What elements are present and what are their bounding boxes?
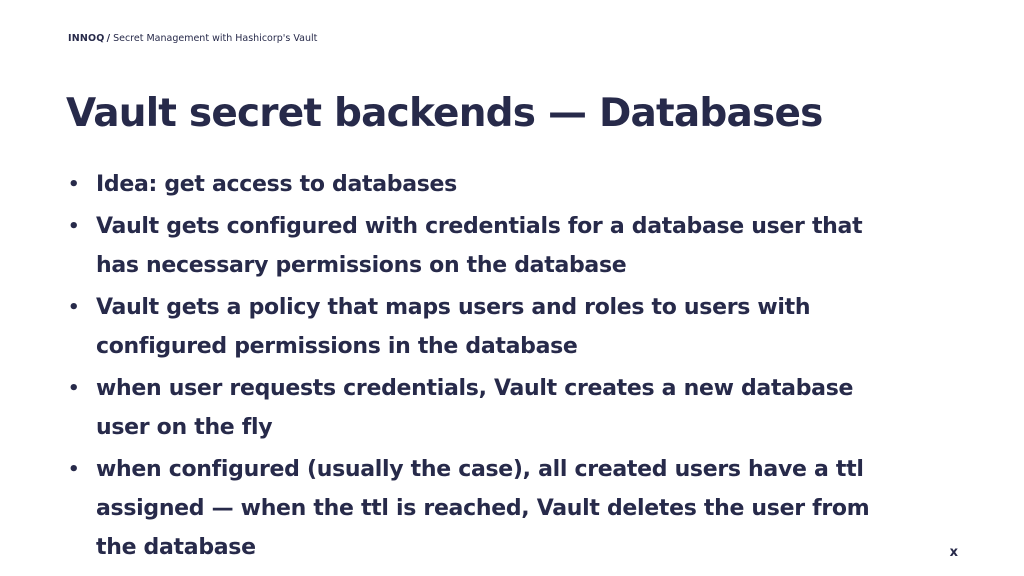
bullet-item-3: • Vault gets a policy that maps users an…: [68, 288, 898, 366]
bullet-item-2: • Vault gets configured with credentials…: [68, 207, 898, 285]
bullet-icon: •: [68, 297, 80, 318]
bullet-icon: •: [68, 174, 80, 195]
bullet-text: when user requests credentials, Vault cr…: [96, 376, 854, 440]
close-x-icon[interactable]: x: [949, 545, 958, 560]
bullet-item-5: • when configured (usually the case), al…: [68, 450, 898, 567]
bullet-icon: •: [68, 216, 80, 237]
presentation-title: Secret Management with Hashicorp's Vault: [113, 33, 318, 44]
bullet-text: Idea: get access to databases: [96, 172, 457, 197]
bullet-icon: •: [68, 459, 80, 480]
bullet-icon: •: [68, 378, 80, 399]
header-separator: /: [106, 33, 111, 44]
bullet-text: Vault gets configured with credentials f…: [96, 214, 863, 278]
bullet-item-1: • Idea: get access to databases: [68, 165, 898, 204]
bullet-text: when configured (usually the case), all …: [96, 457, 870, 560]
bullet-text: Vault gets a policy that maps users and …: [96, 295, 811, 359]
bullet-item-4: • when user requests credentials, Vault …: [68, 369, 898, 447]
slide-title: Vault secret backends — Databases: [66, 91, 823, 136]
slide-header: INNOQ / Secret Management with Hashicorp…: [68, 33, 317, 45]
brand-logo-text: INNOQ: [68, 33, 105, 44]
bullet-list: • Idea: get access to databases • Vault …: [68, 165, 898, 570]
